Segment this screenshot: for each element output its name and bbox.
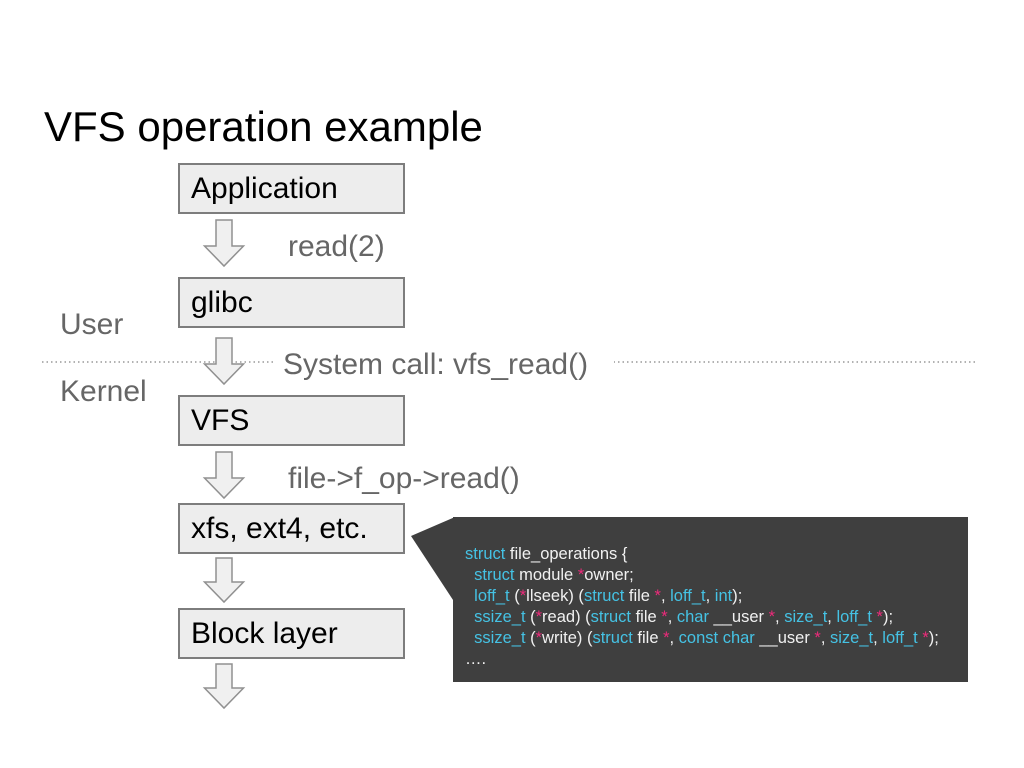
code-token	[465, 629, 474, 647]
code-token: owner;	[584, 566, 634, 584]
code-token: ….	[465, 650, 487, 668]
code-token: file_operations {	[505, 545, 628, 563]
box-application: Application	[178, 163, 405, 214]
code-token: *	[661, 608, 668, 626]
code-token: ssize_t	[474, 608, 526, 626]
code-token: *	[663, 629, 670, 647]
box-label: Block layer	[191, 616, 338, 650]
code-token: const char	[678, 629, 755, 647]
code-line: ssize_t (*read) (struct file *, char __u…	[465, 607, 968, 628]
code-token: read) (	[542, 608, 591, 626]
code-token: char	[676, 608, 709, 626]
code-token: int	[714, 587, 733, 605]
user-zone-label: User	[60, 308, 124, 341]
code-token: );	[928, 629, 939, 647]
code-token: struct	[583, 587, 625, 605]
code-token: struct	[590, 608, 631, 626]
code-token: (	[525, 608, 536, 626]
code-token: (	[509, 587, 520, 605]
code-token: ,	[873, 629, 883, 647]
code-token: loff_t	[836, 608, 872, 626]
box-xfs-ext4: xfs, ext4, etc.	[178, 503, 405, 554]
code-token: ,	[705, 587, 715, 605]
code-token: struct	[592, 629, 633, 647]
code-token	[465, 608, 474, 626]
code-token: struct	[474, 566, 515, 584]
code-token: ,	[667, 608, 677, 626]
code-token: __user	[754, 629, 815, 647]
code-token: );	[882, 608, 894, 626]
code-token: *	[577, 566, 585, 584]
code-token: *	[519, 587, 527, 605]
page-title: VFS operation example	[44, 103, 483, 151]
code-token: module	[514, 566, 578, 584]
code-token: ,	[820, 629, 831, 647]
code-token: file	[631, 608, 662, 626]
code-line: struct module *owner;	[465, 565, 968, 586]
code-token: file	[632, 629, 664, 647]
arrow-label-read2: read(2)	[288, 230, 385, 263]
code-token: (	[525, 629, 536, 647]
code-line: struct file_operations {	[465, 544, 968, 565]
box-block-layer: Block layer	[178, 608, 405, 659]
down-arrow-icon	[202, 451, 246, 500]
code-token: struct	[465, 545, 506, 563]
code-token: *	[922, 629, 929, 647]
box-vfs: VFS	[178, 395, 405, 446]
code-token: ,	[669, 629, 679, 647]
box-label: VFS	[191, 403, 250, 437]
code-token: ssize_t	[474, 629, 526, 647]
code-token	[465, 566, 474, 584]
code-token: *	[654, 587, 661, 605]
code-token: file	[624, 587, 655, 605]
code-token: *	[814, 629, 821, 647]
code-token: ,	[827, 608, 837, 626]
file-operations-code-callout: struct file_operations { struct module *…	[453, 517, 968, 682]
code-token: write) (	[542, 629, 593, 647]
code-token	[465, 587, 474, 605]
code-token: loff_t	[882, 629, 918, 647]
down-arrow-icon	[202, 219, 246, 268]
code-token: loff_t	[474, 587, 510, 605]
down-arrow-icon	[202, 557, 246, 604]
code-token: *	[535, 629, 543, 647]
code-token: *	[535, 608, 543, 626]
box-label: Application	[191, 171, 338, 205]
box-label: glibc	[191, 285, 253, 319]
code-token: llseek) (	[526, 587, 584, 605]
kernel-zone-label: Kernel	[60, 375, 147, 408]
code-token: size_t	[784, 608, 828, 626]
box-label: xfs, ext4, etc.	[191, 511, 368, 545]
down-arrow-icon	[202, 663, 246, 710]
code-token: __user	[708, 608, 769, 626]
arrow-label-fop-read: file->f_op->read()	[288, 462, 520, 495]
callout-tail	[411, 517, 455, 603]
code-line: loff_t (*llseek) (struct file *, loff_t,…	[465, 586, 968, 607]
arrow-label-syscall: System call: vfs_read()	[276, 346, 615, 386]
code-token: ,	[775, 608, 785, 626]
code-line: ssize_t (*write) (struct file *, const c…	[465, 628, 968, 649]
code-token: loff_t	[670, 587, 706, 605]
code-token: ,	[660, 587, 671, 605]
code-token: size_t	[830, 629, 874, 647]
code-line: ….	[465, 649, 968, 670]
down-arrow-icon	[202, 337, 246, 386]
code-token: *	[876, 608, 883, 626]
code-token: *	[768, 608, 776, 626]
code-token: );	[732, 587, 743, 605]
box-glibc: glibc	[178, 277, 405, 328]
